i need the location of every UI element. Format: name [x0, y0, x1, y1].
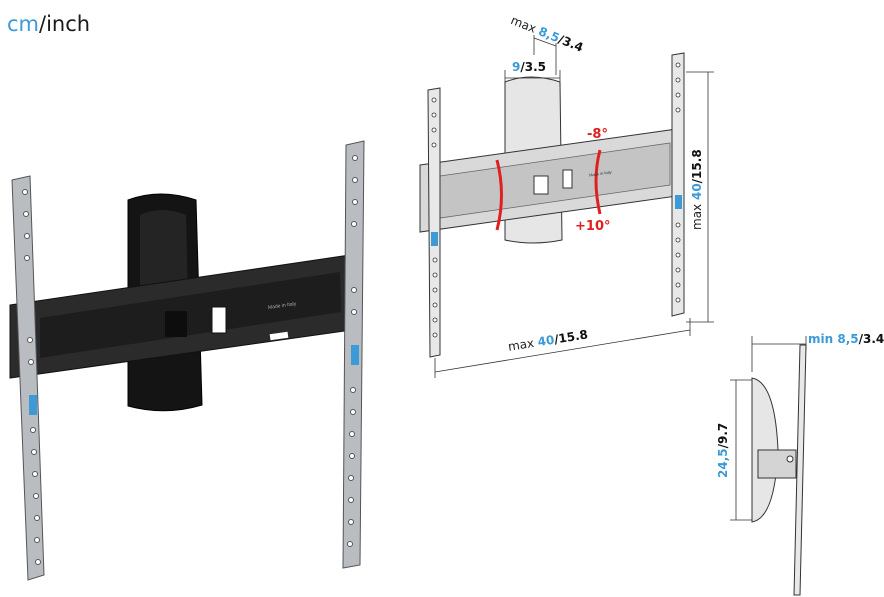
side-height-sep: /	[716, 444, 730, 449]
right-rail-marker	[351, 345, 359, 365]
left-vertical-rail	[11, 175, 45, 581]
tilt-arrow-right	[594, 149, 602, 215]
unit-sep: /	[39, 12, 47, 36]
side-rail	[793, 344, 807, 596]
unit-cm: cm	[7, 12, 40, 36]
dimension-lines	[434, 35, 714, 378]
side-arm	[757, 449, 797, 479]
drawing-slot	[562, 169, 573, 189]
arm-width-imperial: 3.5	[524, 60, 547, 74]
horizontal-arm-channel	[40, 272, 341, 358]
side-height-label: 24,5/9.7	[716, 423, 730, 478]
bar-slot	[269, 331, 289, 341]
lock-knob	[165, 311, 187, 337]
arm-width-metric: 9	[512, 60, 521, 74]
unit-legend: cm/inch	[7, 12, 90, 36]
depth-min-imperial: 3.4	[863, 332, 884, 346]
tilt-up-label: -8°	[587, 127, 608, 142]
side-height-metric: 24,5	[716, 448, 730, 478]
drawing-rail-holes	[431, 62, 681, 338]
side-height-imperial: 9.7	[716, 422, 730, 444]
side-pivot	[786, 455, 794, 463]
right-rail-holes	[347, 155, 358, 547]
bar-slot	[59, 376, 83, 387]
depth-min-metric: 8,5	[837, 332, 859, 346]
wall-pad-highlight	[140, 210, 188, 300]
left-rail-holes	[22, 189, 41, 565]
tilt-arrow-left	[495, 159, 503, 231]
arm-width-label: 9/3.5	[512, 60, 546, 74]
drawing-left-marker	[431, 232, 438, 246]
depth-min-sep: /	[858, 332, 863, 346]
tilt-down-label: +10°	[575, 219, 611, 234]
arm-width-sep: /	[520, 60, 525, 74]
unit-inch: inch	[46, 12, 91, 36]
drawing-right-marker	[675, 195, 682, 209]
drawing-right-rail	[671, 52, 685, 317]
side-dimension-lines	[730, 336, 807, 521]
center-slot	[211, 306, 227, 334]
drawing-knob	[533, 175, 549, 195]
left-rail-marker	[29, 395, 37, 415]
depth-min-label: min 8,5/3.4	[808, 332, 884, 346]
depth-min-prefix: min	[808, 332, 838, 346]
